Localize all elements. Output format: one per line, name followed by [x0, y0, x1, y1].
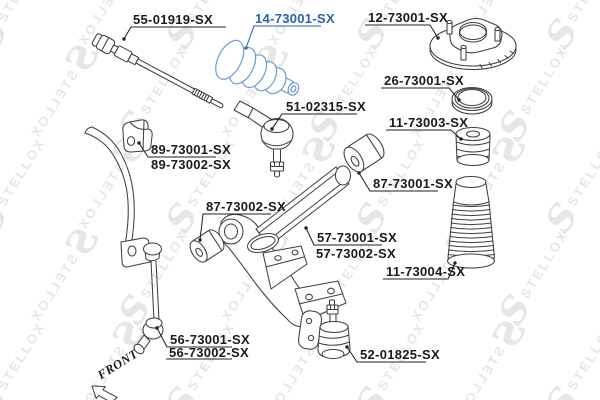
part-label-87-73001: 87-73001-SX: [373, 176, 453, 191]
part-label-56-73002: 56-73002-SX: [169, 345, 249, 360]
part-label-89-73001: 89-73001-SX: [151, 142, 231, 157]
part-label-51-02315: 51-02315-SX: [286, 99, 366, 114]
part-label-55-01919: 55-01919-SX: [133, 12, 213, 27]
leader-57-73001: [305, 227, 382, 246]
leader-11-73003: [386, 129, 462, 140]
stabilizer-link-drawing: [133, 242, 164, 355]
leader-lines: [122, 24, 463, 363]
leader-51-02315: [271, 113, 357, 130]
part-label-89-73002: 89-73002-SX: [151, 157, 231, 172]
part-label-11-73003: 11-73003-SX: [389, 115, 469, 130]
part-label-11-73004: 11-73004-SX: [386, 264, 466, 279]
part-label-56-73001: 56-73001-SX: [170, 332, 250, 347]
ball-joint-drawing: [297, 299, 351, 360]
bump-stop-drawing: [455, 126, 491, 167]
leader-87-73001: [358, 172, 438, 192]
leader-55-01919: [123, 26, 226, 40]
tie-rod-end-drawing: [233, 100, 294, 178]
leader-87-73002: [199, 213, 271, 241]
leader-14-73001: [245, 25, 321, 49]
part-label-14-73001: 14-73001-SX: [255, 11, 335, 26]
leader-26-73001: [381, 87, 460, 101]
stabilizer-bar-drawing: [84, 126, 151, 268]
leader-12-73001: [365, 24, 439, 39]
front-arrow-icon: [91, 385, 118, 400]
control-arm-bushing-front-drawing: [189, 229, 225, 263]
leader-56-73001: [156, 327, 232, 348]
part-label-57-73002: 57-73002-SX: [316, 246, 396, 261]
strut-mount-drawing: [429, 17, 517, 71]
part-label-26-73001: 26-73001-SX: [384, 73, 464, 88]
strut-dust-boot-drawing: [446, 175, 496, 269]
part-label-12-73001: 12-73001-SX: [368, 10, 448, 25]
strut-bearing-drawing: [451, 86, 493, 115]
steering-rack-boot-drawing: [215, 39, 300, 96]
part-label-52-01825: 52-01825-SX: [360, 347, 440, 362]
leader-52-01825: [346, 346, 426, 363]
part-label-57-73001: 57-73001-SX: [317, 230, 397, 245]
leader-11-73004: [383, 262, 456, 280]
leader-89-73001: [138, 142, 216, 158]
control-arm-bushing-rear-drawing: [343, 133, 385, 173]
control-arm-drawing: [218, 165, 352, 328]
part-label-87-73002: 87-73002-SX: [206, 199, 286, 214]
stabilizer-bushing-drawing: [122, 119, 153, 153]
tie-rod-axial-drawing: [91, 33, 224, 109]
